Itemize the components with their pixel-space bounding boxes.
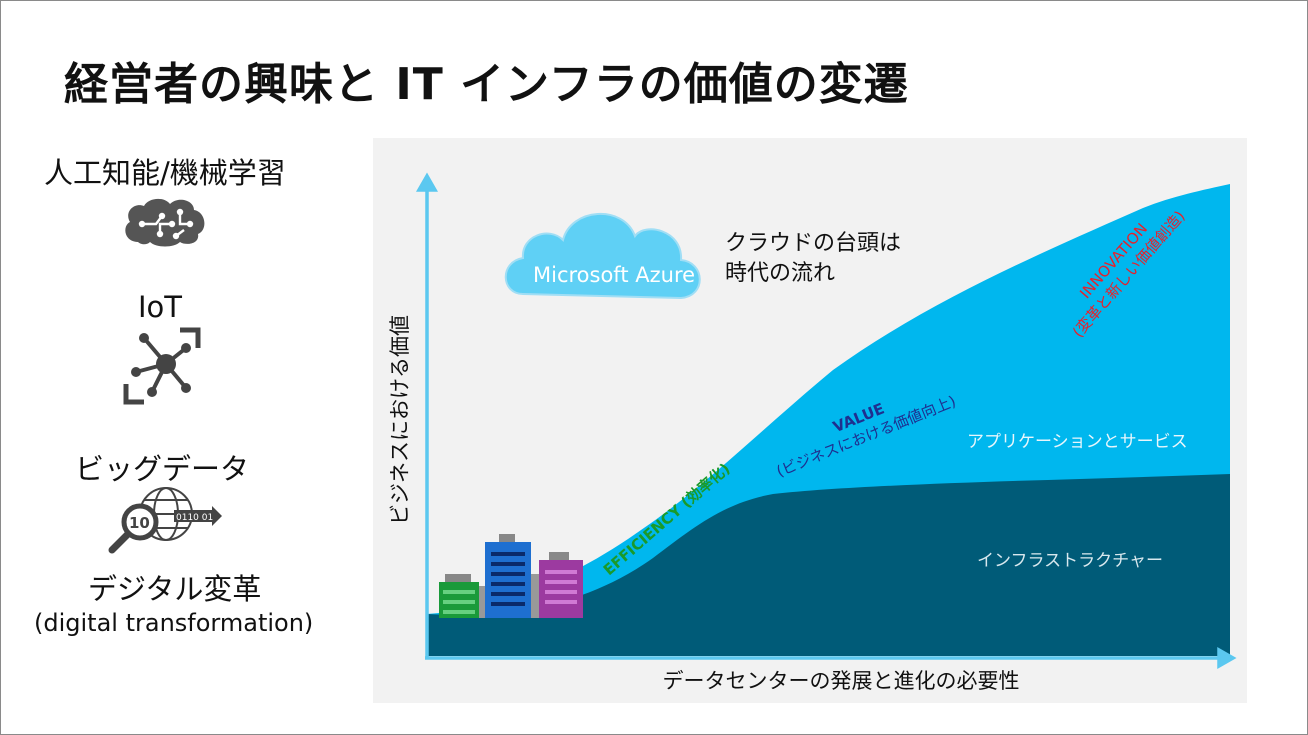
x-axis-label: データセンターの発展と進化の必要性 [663, 669, 1020, 693]
cloud-caption-line2: 時代の流れ [725, 261, 835, 286]
cloud-caption-line1: クラウドの台頭は [725, 231, 901, 256]
iot-label: IoT [138, 290, 183, 324]
buildings-illustration [439, 534, 583, 618]
y-axis-label: ビジネスにおける価値 [388, 315, 412, 525]
svg-text:0110 01: 0110 01 [176, 513, 213, 523]
value-diagram: Microsoft Azure クラウドの台頭は 時代の流れ ビジネスにおける価… [388, 172, 1237, 693]
azure-cloud-shape [504, 212, 701, 300]
infrastructure-area [427, 474, 1230, 656]
svg-text:10: 10 [129, 514, 150, 532]
infrastructure-area-label: インフラストラクチャー [977, 551, 1163, 571]
brain-circuit-icon [125, 198, 205, 247]
slide-title: 経営者の興味と IT インフラの価値の変遷 [64, 59, 909, 110]
digital-transformation-label: デジタル変革 [88, 572, 262, 606]
digital-transformation-sublabel: (digital transformation) [34, 609, 314, 637]
big-data-magnifier-icon: 0110 01 10 [108, 487, 222, 554]
iot-hub-icon [123, 327, 201, 405]
cloud-label: Microsoft Azure [533, 263, 695, 287]
applications-area-label: アプリケーションとサービス [967, 432, 1188, 452]
ai-ml-label: 人工知能/機械学習 [44, 156, 286, 190]
big-data-label: ビッグデータ [75, 452, 250, 486]
